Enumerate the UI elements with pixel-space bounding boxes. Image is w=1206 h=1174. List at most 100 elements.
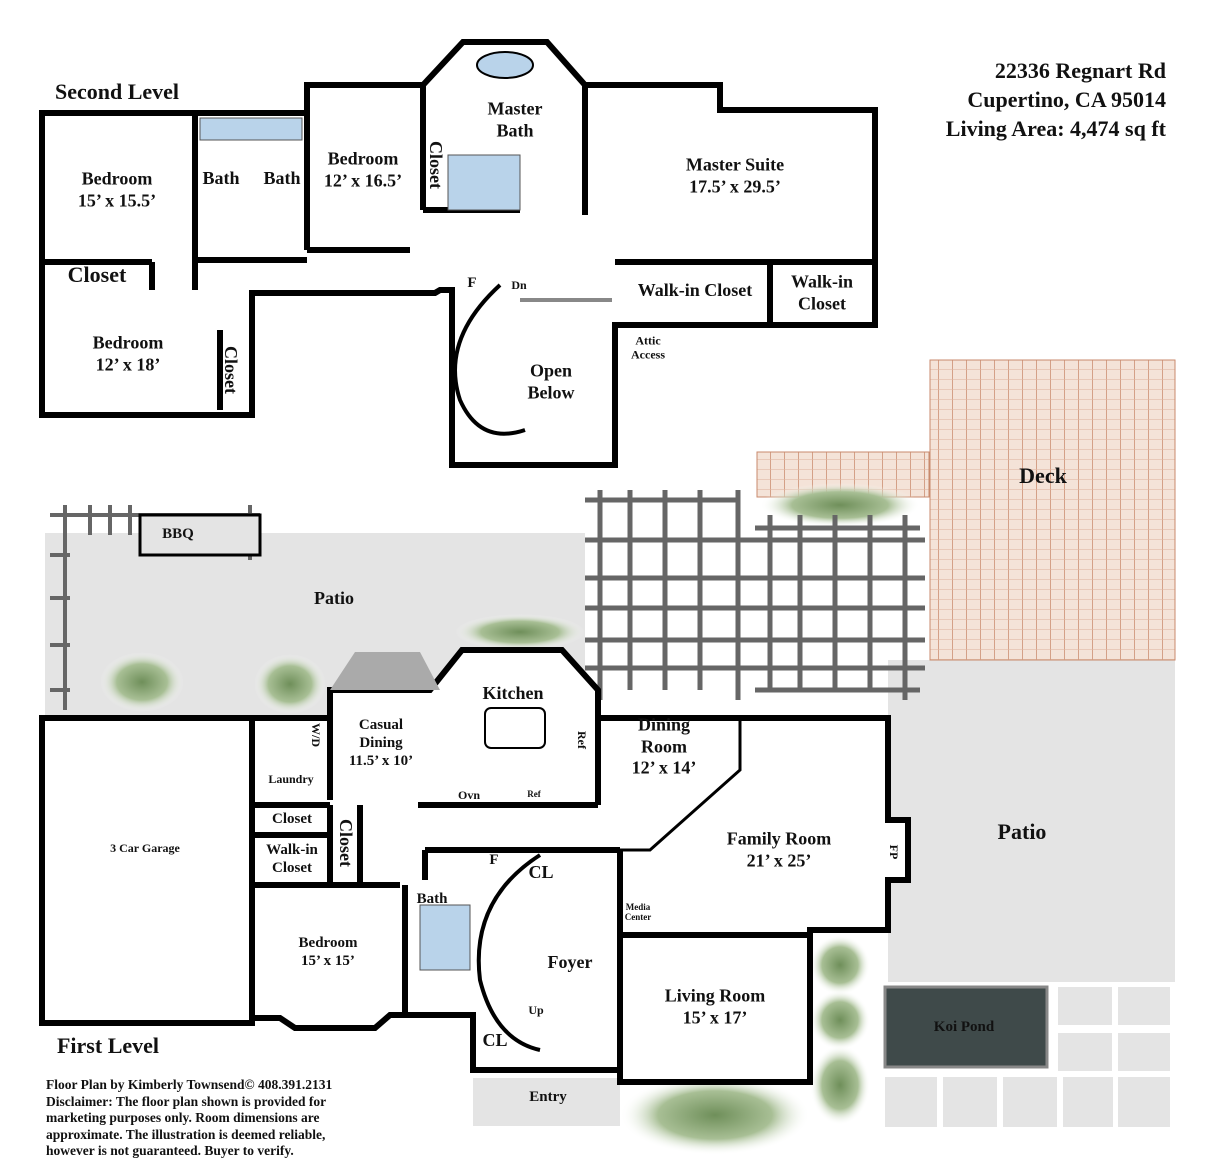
side-patio xyxy=(888,660,1175,982)
first-level-stair xyxy=(476,853,542,1052)
fireplace-label: F xyxy=(467,275,477,291)
fridge-label-2: Ref xyxy=(575,731,590,749)
bath-tubs xyxy=(199,117,303,141)
address-block: 22336 Regnart Rd Cupertino, CA 95014 Liv… xyxy=(946,56,1166,143)
room-name: Dining xyxy=(359,735,403,751)
patio-back-label: Patio xyxy=(314,588,354,609)
label-line: Access xyxy=(631,348,665,362)
room-name: Bedroom xyxy=(92,332,164,353)
room-bedroom: Bedroom 15’ x 15’ xyxy=(299,934,358,970)
room-size: 15’ x 15.5’ xyxy=(77,190,157,210)
room-closet-1: Closet xyxy=(272,811,312,827)
credit-line: Floor Plan by Kimberly Townsend© 408.391… xyxy=(46,1077,333,1092)
first-level-walls xyxy=(39,647,911,1085)
living-area: Living Area: 4,474 sq ft xyxy=(945,116,1166,141)
room-closet-bedroom-3: Closet xyxy=(220,346,241,394)
room-size: 12’ x 14’ xyxy=(631,757,697,778)
disclaimer-line: marketing purposes only. Room dimensions… xyxy=(46,1110,320,1125)
label-line: Media xyxy=(625,902,651,913)
room-closet: Closet xyxy=(67,261,127,287)
label-line: Below xyxy=(527,382,575,402)
room-name: Walk-in xyxy=(790,271,854,292)
stairs-up-label: Up xyxy=(528,1002,544,1017)
room-closet-2: Closet xyxy=(335,819,356,867)
koi-pond-shape xyxy=(883,985,1049,1069)
room-name: Closet xyxy=(798,293,846,313)
room-name: Family Room xyxy=(726,828,832,849)
room-name: Bedroom xyxy=(327,148,399,169)
bbq-label: BBQ xyxy=(162,526,194,542)
master-shower xyxy=(447,154,521,211)
plants xyxy=(100,483,920,1155)
room-name: Bath xyxy=(496,120,534,140)
label-line: Attic xyxy=(635,333,661,348)
room-garage: 3 Car Garage xyxy=(110,840,180,855)
street-address: 22336 Regnart Rd xyxy=(994,58,1166,83)
entry-label: Entry xyxy=(529,1089,567,1105)
entry-walk xyxy=(473,1078,620,1126)
fireplace-fp-label: FP xyxy=(887,844,902,860)
hood xyxy=(330,652,440,690)
stairs-down-label: Dn xyxy=(511,277,527,292)
washer-dryer-label: W/D xyxy=(309,723,324,747)
room-name: Room xyxy=(641,736,687,757)
second-level-stair xyxy=(453,283,526,436)
room-size: 11.5’ x 10’ xyxy=(348,753,414,769)
pergola xyxy=(50,490,925,710)
room-laundry: Laundry xyxy=(268,771,314,786)
room-kitchen: Kitchen xyxy=(482,683,544,704)
room-size: 15’ x 15’ xyxy=(301,953,355,969)
room-name: Walk-in xyxy=(266,842,318,858)
first-level-title: First Level xyxy=(56,1032,160,1058)
koi-pond-label: Koi Pond xyxy=(933,1019,995,1035)
bbq-counter xyxy=(138,513,262,557)
room-closet-cl-2: CL xyxy=(482,1030,508,1051)
patio-side-label: Patio xyxy=(997,818,1047,844)
room-foyer: Foyer xyxy=(547,952,593,973)
disclaimer-line: approximate. The illustration is deemed … xyxy=(46,1126,326,1142)
kitchen-island xyxy=(484,707,546,749)
room-bath-2: Bath xyxy=(263,168,301,189)
room-name: Bedroom xyxy=(298,935,358,951)
room-name: Master Suite xyxy=(685,154,785,175)
room-name: Master xyxy=(487,98,543,119)
label-line: Open xyxy=(529,360,572,381)
city-state: Cupertino, CA 95014 xyxy=(967,87,1166,112)
room-name: Bedroom xyxy=(81,168,153,189)
room-size: 12’ x 16.5’ xyxy=(323,170,403,190)
room-size: 17.5’ x 29.5’ xyxy=(689,176,781,196)
room-size: 15’ x 17’ xyxy=(682,1007,748,1027)
second-level-walls xyxy=(39,39,878,468)
paver-stones xyxy=(885,987,1170,1127)
footer-disclaimer: Floor Plan by Kimberly Townsend© 408.391… xyxy=(46,1077,332,1160)
room-size: 12’ x 18’ xyxy=(95,354,161,374)
room-walk-in-closet-1: Walk-in Closet xyxy=(637,280,753,301)
room-closet-cl-1: CL xyxy=(528,862,554,883)
shower xyxy=(419,904,471,971)
room-closet-master: Closet xyxy=(425,141,446,189)
label-line: Center xyxy=(624,912,652,922)
room-name: Dining xyxy=(637,714,691,735)
fridge-label: Ref xyxy=(527,789,541,800)
deck-area xyxy=(929,359,1176,661)
fireplace-label: F xyxy=(489,852,499,868)
master-tub xyxy=(476,51,534,79)
room-bath: Bath xyxy=(416,891,448,907)
room-bath-1: Bath xyxy=(202,168,240,189)
disclaimer-line: however is not guaranteed. Buyer to veri… xyxy=(46,1143,294,1158)
